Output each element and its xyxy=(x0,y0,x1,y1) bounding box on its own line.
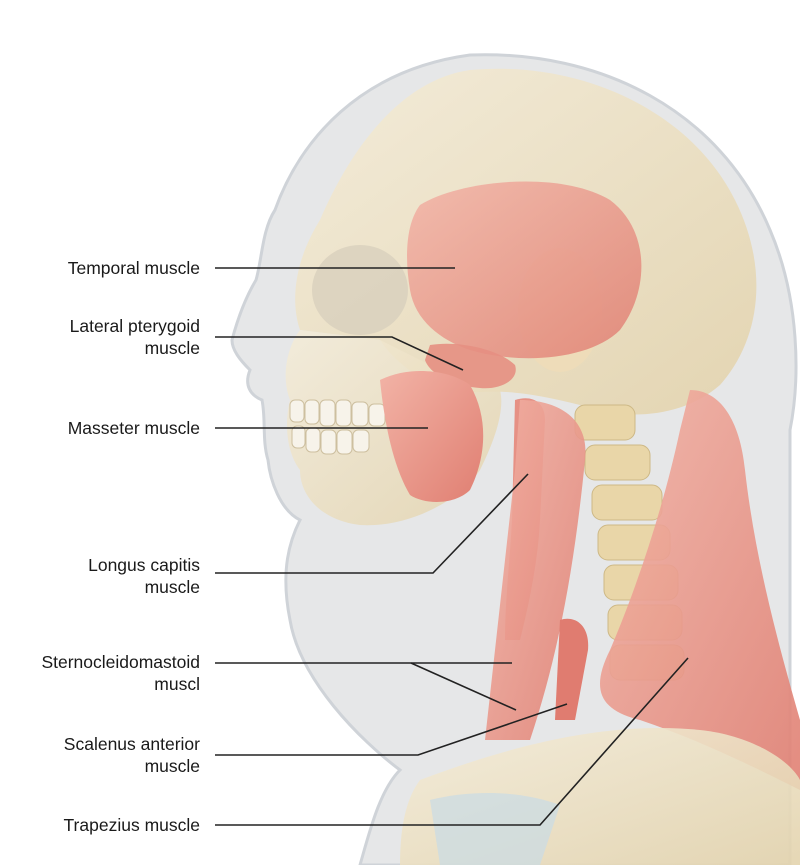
label-lateral-pterygoid-muscle: Lateral pterygoid muscle xyxy=(70,315,200,359)
label-temporal-muscle: Temporal muscle xyxy=(68,257,200,279)
label-sternocleidomastoid-line2: muscl xyxy=(41,673,200,695)
label-longus-capitis-muscle: Longus capitis muscle xyxy=(88,554,200,598)
label-masseter-text: Masseter muscle xyxy=(68,417,200,439)
label-sternocleidomastoid-line1: Sternocleidomastoid xyxy=(41,651,200,673)
label-scalenus-anterior-line1: Scalenus anterior xyxy=(64,733,200,755)
label-scalenus-anterior-muscle: Scalenus anterior muscle xyxy=(64,733,200,777)
temporal-muscle xyxy=(407,181,641,358)
label-scalenus-anterior-line2: muscle xyxy=(64,755,200,777)
label-trapezius-muscle: Trapezius muscle xyxy=(64,814,200,836)
label-lateral-pterygoid-line1: Lateral pterygoid xyxy=(70,315,200,337)
label-trapezius-text: Trapezius muscle xyxy=(64,814,200,836)
eye-orbit xyxy=(312,245,408,335)
label-temporal-muscle-text: Temporal muscle xyxy=(68,257,200,279)
label-longus-capitis-line2: muscle xyxy=(88,576,200,598)
label-lateral-pterygoid-line2: muscle xyxy=(70,337,200,359)
label-sternocleidomastoid-muscle: Sternocleidomastoid muscl xyxy=(41,651,200,695)
label-masseter-muscle: Masseter muscle xyxy=(68,417,200,439)
label-longus-capitis-line1: Longus capitis xyxy=(88,554,200,576)
thorax-cavity xyxy=(430,793,560,865)
